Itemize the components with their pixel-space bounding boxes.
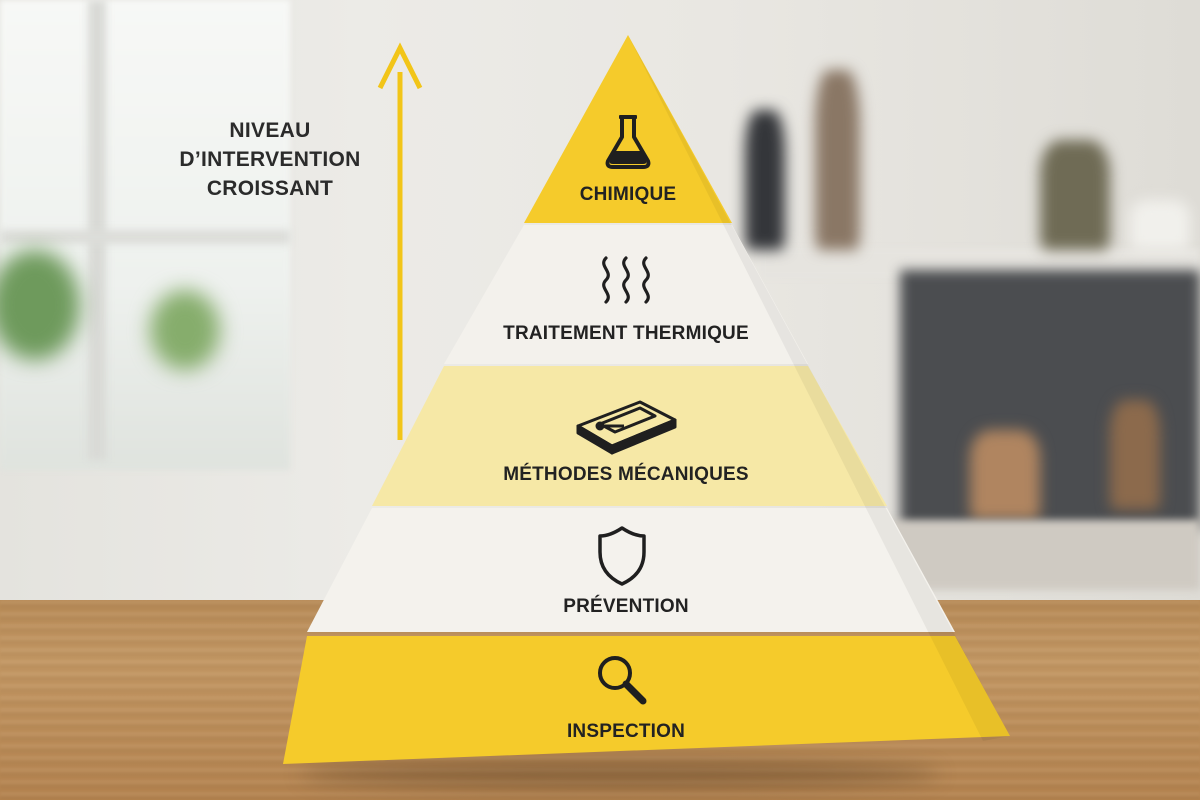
axis-label-line-3: CROISSANT: [206, 177, 334, 200]
flask-icon: [605, 115, 651, 169]
axis-label: NIVEAU D’INTERVENTION CROISSANT: [170, 116, 370, 203]
pyramid-side-shade: [628, 35, 1010, 741]
axis-label-line-1: NIVEAU: [229, 119, 311, 142]
tier-label-traitement-thermique: TRAITEMENT THERMIQUE: [503, 323, 749, 344]
counter: [880, 520, 1200, 590]
tier-label-methodes-mecaniques: MÉTHODES MÉCANIQUES: [503, 464, 749, 485]
pot-blur: [1110, 400, 1160, 510]
pyramid-shadow: [300, 760, 940, 788]
tier-prevention: [307, 508, 955, 632]
bottle-blur: [815, 70, 860, 250]
plant-blur: [0, 250, 80, 360]
bottle-blur: [745, 110, 785, 250]
axis-label-line-2: D’INTERVENTION: [179, 148, 361, 171]
tier-label-prevention: PRÉVENTION: [563, 596, 689, 617]
plant-blur: [150, 290, 220, 370]
window-frame-horizontal: [0, 230, 290, 244]
arrow-head: [377, 42, 423, 90]
heat-waves-icon: [602, 256, 650, 304]
tier-label-inspection: INSPECTION: [566, 721, 686, 742]
tier-methodes-mecaniques: [372, 366, 887, 506]
jar-blur: [1040, 140, 1110, 250]
tier-inspection: [283, 636, 1010, 764]
pot-blur: [970, 430, 1040, 520]
tier-label-chimique: CHIMIQUE: [579, 184, 677, 205]
magnifier-icon: [598, 656, 647, 705]
jar-blur: [1130, 200, 1190, 250]
tier-traitement-thermique: [444, 225, 808, 364]
shield-icon: [598, 526, 646, 586]
tier-chimique: [524, 35, 732, 223]
mousetrap-icon: [576, 400, 677, 455]
increase-arrow: [377, 42, 423, 440]
